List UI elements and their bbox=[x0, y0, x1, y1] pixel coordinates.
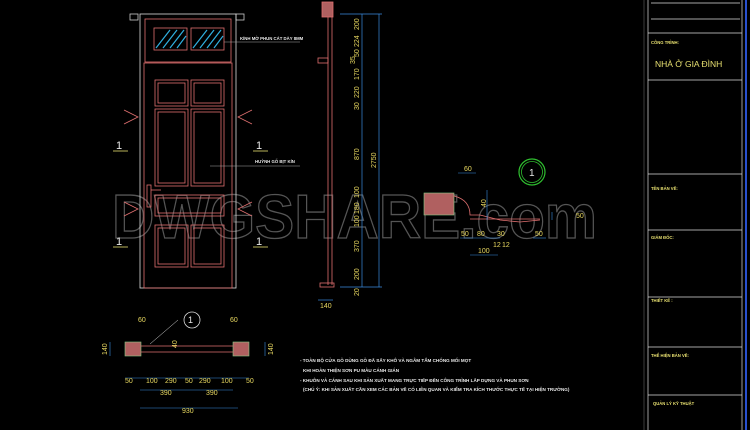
plan-dim: 140 bbox=[102, 343, 109, 355]
side-dim: 200 bbox=[354, 268, 361, 280]
plan-dim: 50 bbox=[125, 378, 133, 385]
plan-section bbox=[109, 311, 266, 409]
plan-dim: 390 bbox=[160, 390, 172, 397]
detail-1 bbox=[423, 158, 553, 256]
side-dim: 370 bbox=[354, 240, 361, 252]
detail-dim: 12 bbox=[502, 242, 510, 249]
plan-dim: 100 bbox=[221, 378, 233, 385]
detail-callout: 1 bbox=[529, 168, 535, 179]
detail-dim: 40 bbox=[481, 199, 488, 207]
side-dim: 220 bbox=[354, 86, 361, 98]
side-dim: 870 bbox=[354, 148, 361, 160]
section-mark: 1 bbox=[256, 140, 262, 152]
plan-dim: 60 bbox=[138, 317, 146, 324]
plan-dim-total: 930 bbox=[182, 408, 194, 415]
side-dim: 20 bbox=[354, 288, 361, 296]
watermark: DWGSHARE.com bbox=[112, 183, 597, 252]
note-line: - KHUÔN VÀ CÁNH SAU KHI SẢN XUẤT MANG TR… bbox=[300, 376, 529, 383]
plan-dim: 290 bbox=[199, 378, 211, 385]
section-mark: 1 bbox=[256, 236, 262, 248]
tech-manager-label: QUẢN LÝ KỸ THUẬT bbox=[653, 401, 695, 406]
detail-dim: 30 bbox=[497, 231, 505, 238]
designer-label: THIẾT KẾ : bbox=[651, 298, 673, 303]
section-mark: 1 bbox=[116, 140, 122, 152]
plan-dim: 100 bbox=[146, 378, 158, 385]
plan-dim: 140 bbox=[268, 343, 275, 355]
detail-dim: 12 bbox=[493, 242, 501, 249]
note-line: - TOÀN BỘ CỬA GỖ DÙNG GỖ ĐÃ SẤY KHÔ VÀ N… bbox=[300, 356, 471, 363]
side-dim: 100 bbox=[354, 186, 361, 198]
plan-dim: 60 bbox=[230, 317, 238, 324]
project-name: NHÀ Ở GIA ĐÌNH bbox=[655, 58, 722, 69]
section-mark: 1 bbox=[116, 236, 122, 248]
detail-dim: 80 bbox=[477, 231, 485, 238]
plan-dim: 40 bbox=[172, 340, 179, 348]
drawing-name-label: TÊN BẢN VẼ: bbox=[651, 186, 678, 191]
note-line: (CHÚ Ý: KHI SẢN XUẤT CẦN XEM CÁC BẢN VẼ … bbox=[303, 385, 570, 392]
plan-dim: 390 bbox=[206, 390, 218, 397]
detail-dim: 60 bbox=[464, 166, 472, 173]
side-dimension-lines bbox=[318, 13, 382, 301]
side-dim: 200 bbox=[354, 18, 361, 30]
detail-dim: 50 bbox=[576, 213, 584, 220]
director-label: GIÁM ĐỐC: bbox=[651, 235, 674, 240]
door-elevation bbox=[123, 13, 253, 289]
plan-dim: 290 bbox=[165, 378, 177, 385]
side-dim: 35 bbox=[350, 56, 357, 64]
detail-dim: 100 bbox=[478, 248, 490, 255]
side-dim: 170 bbox=[354, 68, 361, 80]
side-dim: 100 bbox=[354, 215, 361, 227]
side-section bbox=[317, 1, 335, 288]
plan-dim: 50 bbox=[185, 378, 193, 385]
side-dim: 224 bbox=[354, 35, 361, 47]
notes: - TOÀN BỘ CỬA GỖ DÙNG GỖ ĐÃ SẤY KHÔ VÀ N… bbox=[300, 356, 570, 392]
title-block bbox=[643, 0, 747, 430]
glass-label: KÍNH MỜ PHUN CÁT DÀY 8MM bbox=[240, 36, 304, 41]
project-label: CÔNG TRÌNH: bbox=[651, 40, 679, 45]
side-dim: 180 bbox=[354, 202, 361, 214]
plan-callout: 1 bbox=[188, 315, 193, 325]
side-dim: 30 bbox=[354, 102, 361, 110]
section-mark-underlines bbox=[113, 150, 268, 248]
side-dim: 50 bbox=[354, 49, 361, 57]
detail-dim: 50 bbox=[461, 231, 469, 238]
note-line: KHI HOÀN THIỆN SƠN PU MÀU CÁNH GIÁN bbox=[303, 366, 400, 373]
detail-dim: 50 bbox=[535, 231, 543, 238]
drafter-label: THỂ HIỆN BẢN VẼ: bbox=[651, 353, 689, 358]
side-dim-width: 140 bbox=[320, 303, 332, 310]
panel-label: HUỲNH GỖ BỊT KÍN bbox=[255, 159, 295, 164]
plan-dim: 50 bbox=[246, 378, 254, 385]
side-dim-total: 2750 bbox=[371, 152, 378, 168]
glass-hatch bbox=[155, 29, 224, 49]
